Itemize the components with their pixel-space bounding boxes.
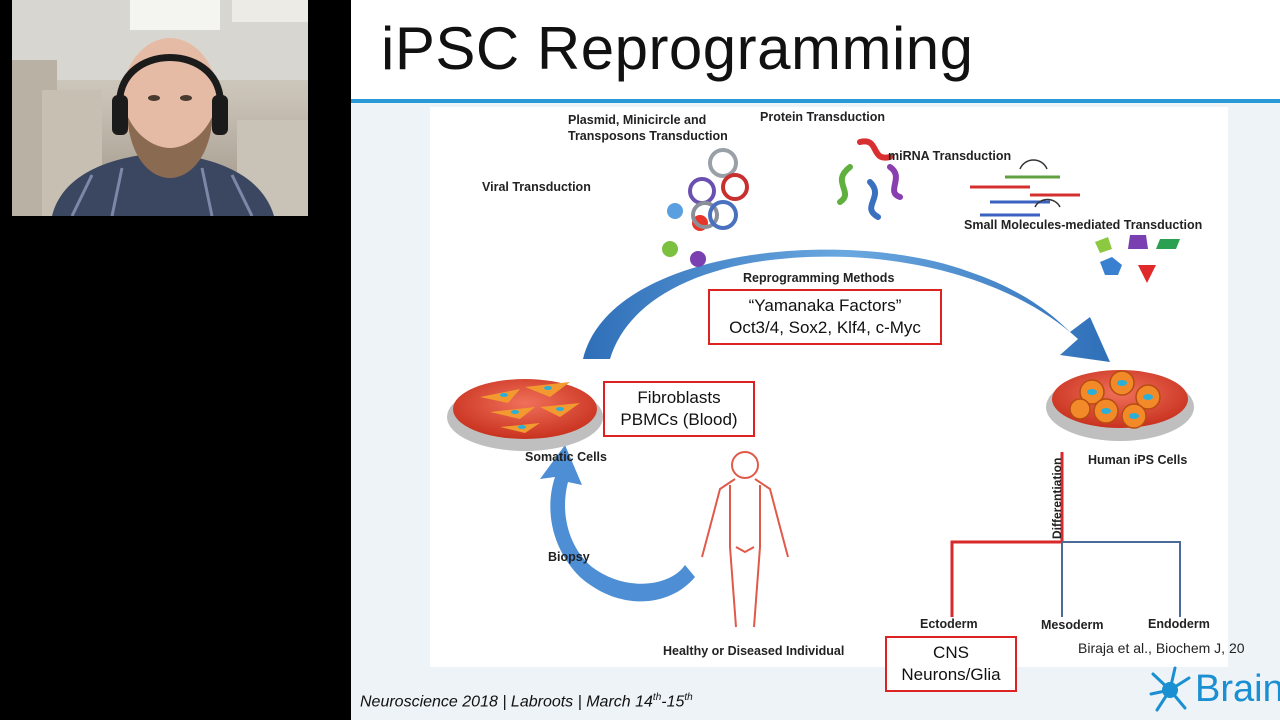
small-molecules-icon <box>1095 235 1180 283</box>
logo-text: BrainXe <box>1195 668 1280 710</box>
label-differentiation: Differentiation <box>1050 457 1064 539</box>
slide-footer: Neuroscience 2018 | Labroots | March 14t… <box>360 692 693 711</box>
yamanaka-title: “Yamanaka Factors” <box>748 296 902 315</box>
label-viral-transduction: Viral Transduction <box>482 180 591 194</box>
reprogramming-arrow <box>583 249 1110 362</box>
plasmid-rings-icon <box>688 148 749 230</box>
label-reprogramming-methods: Reprogramming Methods <box>743 271 895 285</box>
label-human-ips-cells: Human iPS Cells <box>1088 453 1188 467</box>
protein-icon <box>837 138 903 220</box>
mirna-icon <box>970 159 1080 217</box>
label-mesoderm: Mesoderm <box>1041 618 1104 632</box>
label-plasmid-line1: Plasmid, Minicircle and <box>568 113 707 127</box>
label-small-molecules: Small Molecules-mediated Transduction <box>964 218 1203 232</box>
label-somatic-cells: Somatic Cells <box>525 450 607 464</box>
source-cells-fibroblasts: Fibroblasts <box>637 388 721 407</box>
label-mirna-transduction: miRNA Transduction <box>888 149 1012 163</box>
title-divider <box>351 99 1280 103</box>
presenter-figure <box>12 0 308 216</box>
cns-title: CNS <box>933 643 969 662</box>
cns-neurons-glia: Neurons/Glia <box>901 665 1001 684</box>
footer-sup-end: th <box>684 692 693 703</box>
yamanaka-factors-list: Oct3/4, Sox2, Klf4, c-Myc <box>729 318 921 337</box>
presentation-slide: iPSC Reprogramming <box>351 0 1280 720</box>
differentiation-tree <box>950 452 1181 617</box>
biopsy-arrow <box>540 445 695 602</box>
footer-text-end: -15 <box>661 693 685 711</box>
source-cells-box: Fibroblasts PBMCs (Blood) <box>603 381 755 437</box>
footer-text: Neuroscience 2018 | Labroots | March 14 <box>360 693 653 711</box>
citation: Biraja et al., Biochem J, 20 <box>1078 640 1245 656</box>
footer-sup-start: th <box>652 692 662 703</box>
webcam-video <box>12 0 308 216</box>
label-ectoderm: Ectoderm <box>920 617 978 631</box>
label-endoderm: Endoderm <box>1148 617 1210 631</box>
slide-title: iPSC Reprogramming <box>381 15 974 82</box>
brainxell-logo: BrainXe <box>1145 664 1280 716</box>
label-plasmid-line2: Transposons Transduction <box>568 129 728 143</box>
cns-box: CNS Neurons/Glia <box>885 636 1017 692</box>
label-protein-transduction: Protein Transduction <box>760 110 886 124</box>
human-silhouette-icon <box>701 451 789 628</box>
yamanaka-factors-box: “Yamanaka Factors” Oct3/4, Sox2, Klf4, c… <box>708 289 942 345</box>
diagram-graphics <box>447 138 1194 628</box>
somatic-cells-dish <box>447 379 603 451</box>
source-cells-pbmcs: PBMCs (Blood) <box>620 410 738 429</box>
label-individual: Healthy or Diseased Individual <box>663 644 845 658</box>
ipsc-diagram: Plasmid, Minicircle and Transposons Tran… <box>430 107 1228 692</box>
label-biopsy: Biopsy <box>548 550 590 564</box>
ips-cells-dish <box>1046 370 1194 441</box>
viral-particles-icon <box>662 203 708 267</box>
logo-neuron-icon <box>1149 666 1191 712</box>
